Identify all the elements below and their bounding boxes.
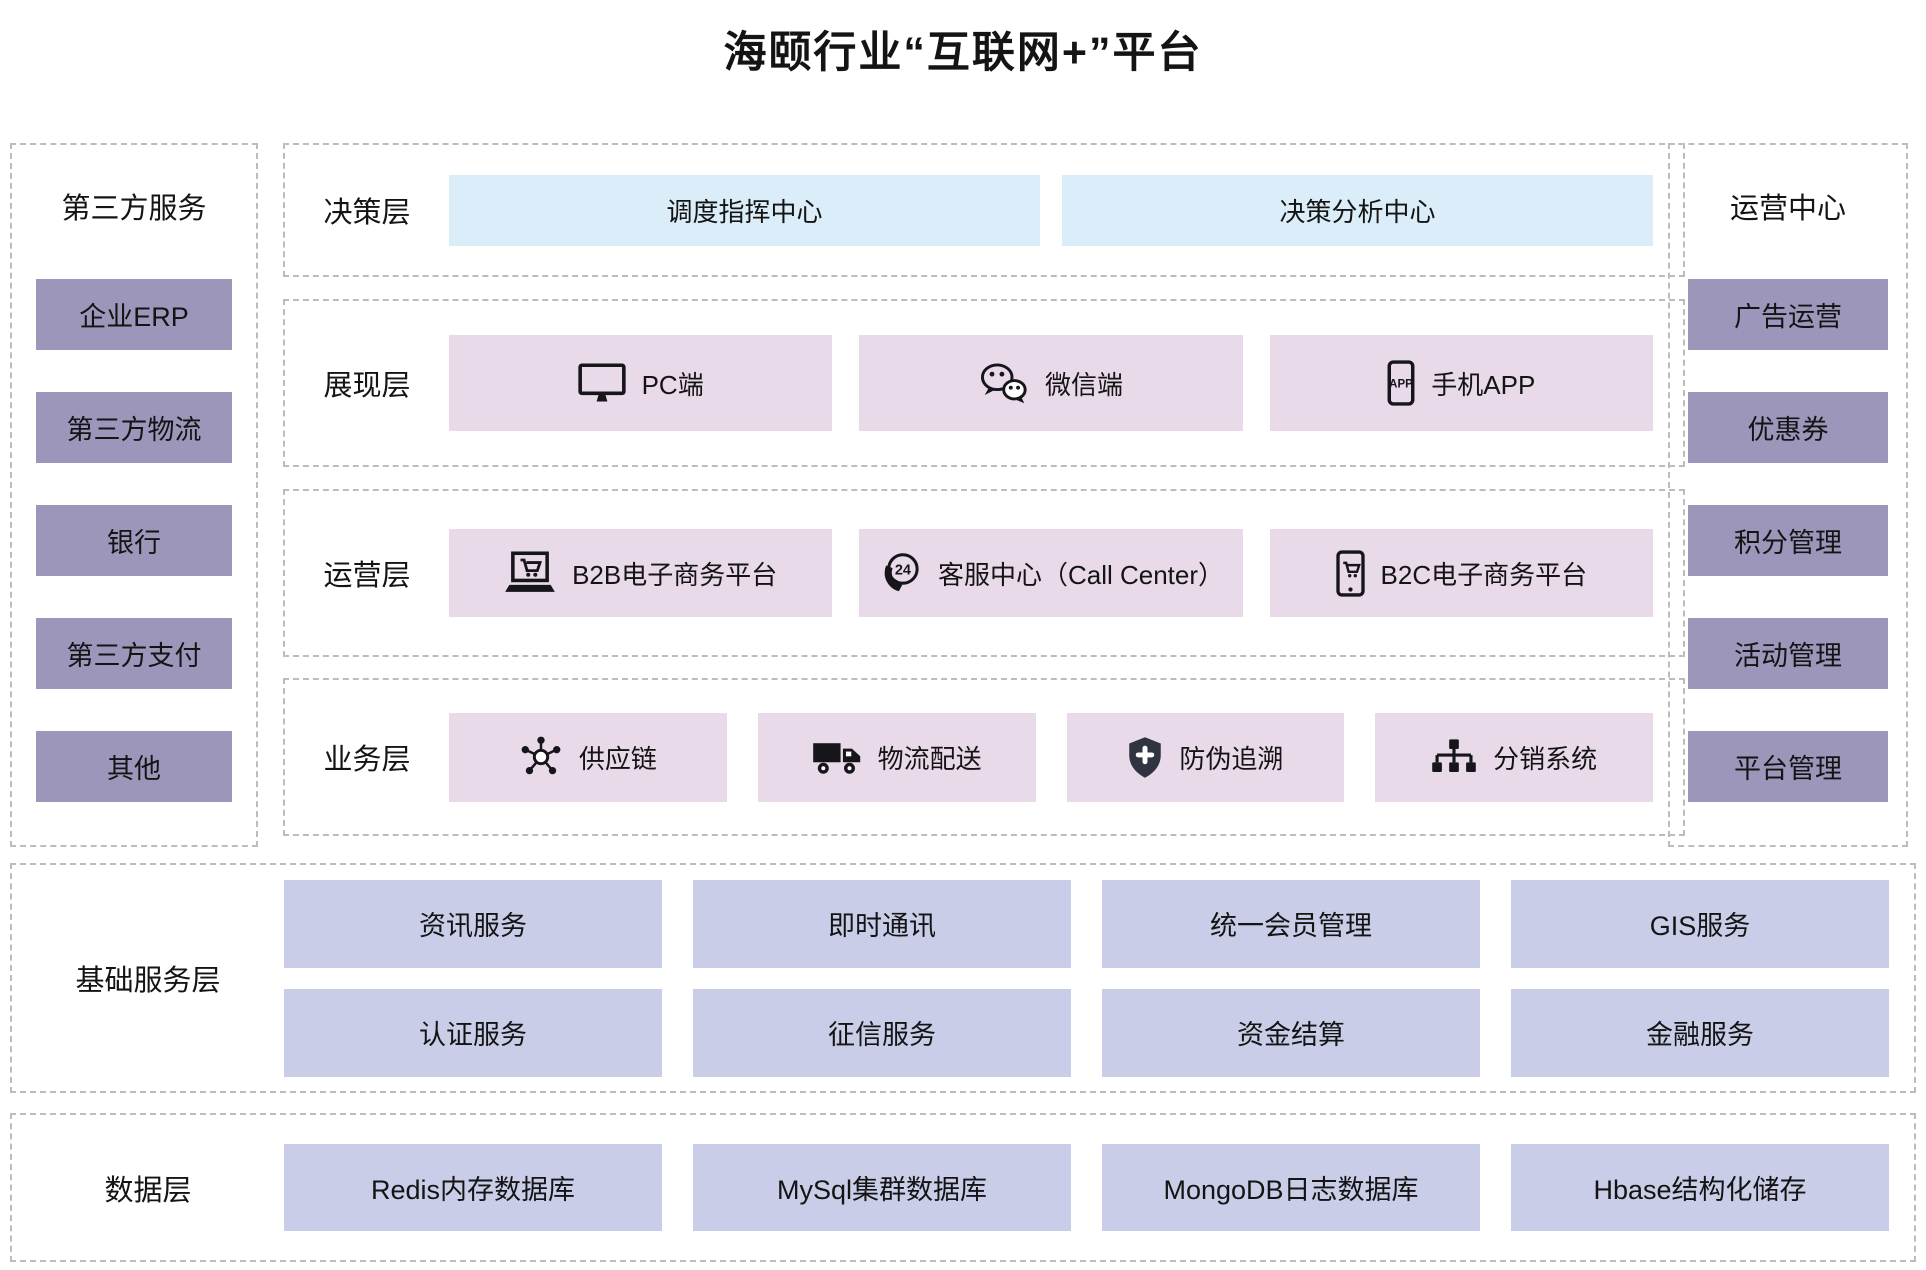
layer-label-operation: 运营层 (323, 560, 411, 592)
service-cell-news: 资讯服务 (284, 879, 662, 968)
service-cell-im: 即时通讯 (693, 879, 1071, 968)
sidebar-item-other: 其他 (36, 731, 232, 802)
third-party-services-title: 第三方服务 (61, 193, 207, 225)
business-item-label: 供应链 (578, 743, 657, 774)
monitor-icon (577, 362, 626, 404)
presentation-item-label: 手机APP (1431, 369, 1536, 400)
presentation-item-pc: PC端 (449, 335, 833, 431)
operation-item-b2b: B2B电子商务平台 (449, 529, 833, 617)
presentation-item-label: 微信端 (1044, 369, 1123, 400)
service-cell-gis: GIS服务 (1511, 879, 1889, 968)
distribution-tree-icon (1431, 738, 1477, 776)
third-party-services-panel: 第三方服务 企业ERP 第三方物流 银行 第三方支付 其他 (10, 143, 258, 847)
sidebar-item-payment: 第三方支付 (36, 618, 232, 689)
layer-row-operation: 运营层 B2B电子商务平台 (283, 489, 1685, 657)
operation-item-callcenter: 24 客服中心（Call Center） (859, 529, 1243, 617)
supply-chain-icon (519, 735, 563, 779)
wechat-icon (979, 362, 1029, 405)
business-item-anti-counterfeit: 防伪追溯 (1066, 712, 1345, 802)
service-cell-member: 统一会员管理 (1102, 879, 1480, 968)
operation-items: B2B电子商务平台 24 客服中心（Call Center） (449, 529, 1653, 617)
sidebar-item-logistics: 第三方物流 (36, 392, 232, 463)
data-cell-redis: Redis内存数据库 (284, 1144, 662, 1231)
decision-item-analysis-center: 决策分析中心 (1062, 174, 1653, 246)
sidebar-item-ad-operation: 广告运营 (1688, 279, 1888, 350)
operation-item-label: 客服中心（Call Center） (937, 559, 1225, 590)
layer-label-decision: 决策层 (323, 197, 411, 229)
app-badge-text: APP (1389, 379, 1413, 391)
business-item-label: 分销系统 (1493, 743, 1598, 774)
presentation-item-mobile-app: APP 手机APP (1269, 335, 1653, 431)
layer-label-business: 业务层 (323, 744, 411, 776)
business-item-label: 防伪追溯 (1179, 743, 1284, 774)
callcenter-badge-text: 24 (895, 563, 911, 579)
service-cell-auth: 认证服务 (284, 988, 662, 1077)
decision-items: 调度指挥中心 决策分析中心 (449, 174, 1653, 246)
presentation-item-label: PC端 (641, 369, 704, 400)
service-cell-finance: 金融服务 (1511, 988, 1889, 1077)
operations-center-title: 运营中心 (1729, 193, 1846, 225)
operation-item-b2c: B2C电子商务平台 (1269, 529, 1653, 617)
mobile-app-icon: APP (1387, 360, 1415, 406)
sidebar-item-platform-mgmt: 平台管理 (1688, 731, 1888, 802)
presentation-items: PC端 (449, 335, 1653, 431)
business-item-distribution: 分销系统 (1375, 712, 1653, 802)
base-services-panel: 基础服务层 资讯服务 即时通讯 统一会员管理 GIS服务 认证服务 征信服务 资… (10, 863, 1916, 1093)
data-layer-grid: Redis内存数据库 MySql集群数据库 MongoDB日志数据库 Hbase… (284, 1115, 1914, 1260)
service-cell-credit: 征信服务 (693, 988, 1071, 1077)
business-items: 供应链 物流配送 (449, 712, 1653, 802)
business-item-logistics-delivery: 物流配送 (757, 712, 1036, 802)
decision-item-label: 决策分析中心 (1279, 196, 1436, 227)
data-layer-label: 数据层 (104, 1174, 192, 1207)
layer-row-business: 业务层 (283, 678, 1685, 836)
sidebar-item-bank: 银行 (36, 505, 232, 576)
phone-cart-icon (1335, 549, 1365, 597)
decision-item-label: 调度指挥中心 (666, 196, 823, 227)
data-cell-mongodb: MongoDB日志数据库 (1102, 1144, 1480, 1231)
business-item-supply-chain: 供应链 (449, 712, 727, 802)
delivery-truck-icon (812, 739, 862, 776)
data-layer-panel: 数据层 Redis内存数据库 MySql集群数据库 MongoDB日志数据库 H… (10, 1113, 1916, 1262)
operations-center-panel: 运营中心 广告运营 优惠券 积分管理 活动管理 平台管理 (1668, 143, 1908, 847)
sidebar-item-points: 积分管理 (1688, 505, 1888, 576)
sidebar-item-coupon: 优惠券 (1688, 392, 1888, 463)
decision-item-dispatch-center: 调度指挥中心 (449, 174, 1040, 246)
operation-item-label: B2C电子商务平台 (1380, 559, 1588, 590)
anti-counterfeit-shield-icon (1127, 736, 1163, 779)
data-cell-mysql: MySql集群数据库 (693, 1144, 1071, 1231)
operation-item-label: B2B电子商务平台 (572, 559, 778, 590)
business-item-label: 物流配送 (877, 743, 982, 774)
presentation-item-wechat: 微信端 (859, 335, 1243, 431)
callcenter-24-icon: 24 (878, 551, 922, 595)
layer-row-presentation: 展现层 PC端 (283, 299, 1685, 467)
layer-label-presentation: 展现层 (323, 370, 411, 402)
sidebar-item-activity: 活动管理 (1688, 618, 1888, 689)
data-cell-hbase: Hbase结构化储存 (1511, 1144, 1889, 1231)
base-services-grid: 资讯服务 即时通讯 统一会员管理 GIS服务 认证服务 征信服务 资金结算 金融… (284, 865, 1914, 1091)
operations-center-items: 广告运营 优惠券 积分管理 活动管理 平台管理 (1670, 279, 1906, 802)
third-party-services-items: 企业ERP 第三方物流 银行 第三方支付 其他 (12, 279, 256, 802)
service-cell-settlement: 资金结算 (1102, 988, 1480, 1077)
layer-stack: 决策层 调度指挥中心 决策分析中心 展现层 (283, 143, 1685, 836)
layer-row-decision: 决策层 调度指挥中心 决策分析中心 (283, 143, 1685, 277)
sidebar-item-erp: 企业ERP (36, 279, 232, 350)
laptop-cart-icon (504, 551, 556, 595)
page-title: 海颐行业“互联网+”平台 (723, 29, 1203, 77)
base-services-label: 基础服务层 (75, 965, 221, 997)
